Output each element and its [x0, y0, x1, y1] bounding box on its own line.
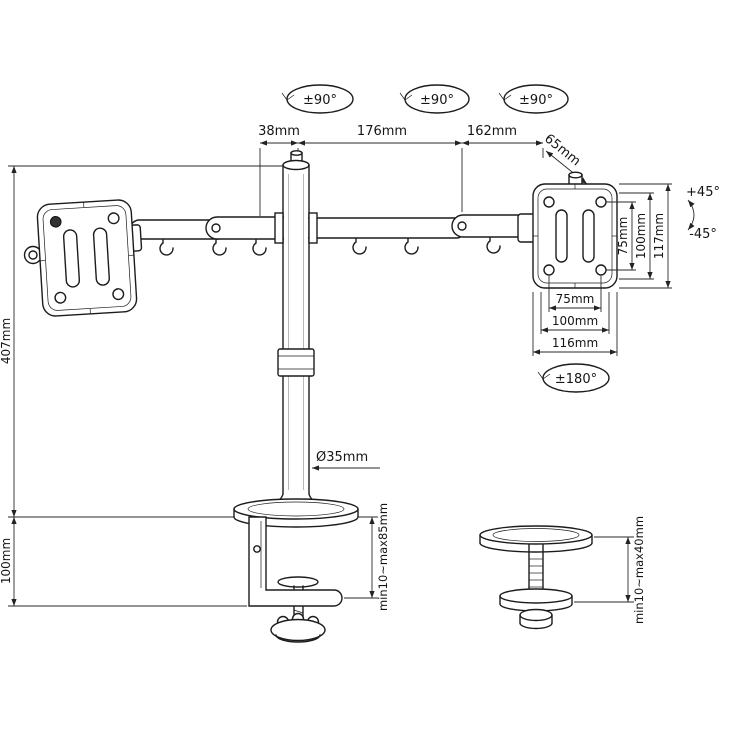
- tilt-label-down: -45°: [689, 227, 717, 242]
- dim-label-vesa-v-75: 75mm: [616, 217, 630, 256]
- dim-label-176mm: 176mm: [357, 124, 407, 139]
- monitor-arm-right: [299, 214, 541, 239]
- dimension-grommet-range: min10~max40mm: [574, 516, 646, 624]
- tilt-label-up: +45°: [686, 185, 720, 200]
- rotation-label-head: ±90°: [519, 93, 553, 108]
- desk-clamp: [248, 516, 343, 643]
- arm-pole-bracket: [274, 212, 284, 244]
- cable-clips: [159, 237, 501, 256]
- dim-label-vesa-v-117: 117mm: [652, 213, 666, 259]
- vesa-slot: [555, 209, 568, 263]
- dim-label-162mm: 162mm: [467, 124, 517, 139]
- clamp-bolt: [253, 545, 261, 553]
- dim-label-vesa-h-100: 100mm: [552, 314, 598, 328]
- vesa-slot: [62, 229, 81, 288]
- rotation-label-arm-joint: ±90°: [420, 93, 454, 108]
- dim-label-grommet-range: min10~max40mm: [632, 516, 646, 624]
- clamp-pad: [277, 576, 319, 588]
- rotation-label-swivel: ±180°: [555, 372, 597, 387]
- vesa-plate-left: [36, 199, 143, 317]
- dim-label-38mm: 38mm: [258, 124, 300, 139]
- adjustment-knob-left: [23, 245, 43, 265]
- vesa-slot: [92, 227, 110, 286]
- monitor-arm-left: [129, 216, 293, 240]
- dimension-lines-vesa-horizontal: 75mm 100mm 116mm: [532, 276, 618, 356]
- dim-label-clamp-range: min10~max85mm: [376, 503, 390, 611]
- dim-label-pole-diameter: Ø35mm: [316, 450, 368, 465]
- vesa-plate-right: [517, 171, 618, 289]
- vesa-slot: [582, 209, 595, 263]
- grommet-mount: [479, 525, 593, 630]
- dim-label-vesa-h-75: 75mm: [556, 292, 595, 306]
- dimension-pole-diameter: Ø35mm: [312, 450, 380, 471]
- dim-label-vesa-h-116: 116mm: [552, 336, 598, 350]
- dimension-lines-left: 407mm 100mm: [0, 165, 283, 607]
- grommet-washer: [499, 588, 573, 604]
- dim-label-vesa-v-100: 100mm: [634, 213, 648, 259]
- rotation-label-pole-top: ±90°: [303, 93, 337, 108]
- thumbscrew: [49, 216, 62, 228]
- grommet-nut: [519, 608, 553, 622]
- rotation-indicator-swivel: ±180°: [537, 363, 610, 393]
- dimension-clamp-range: min10~max85mm: [344, 503, 390, 611]
- rotation-indicator-head: ±90°: [498, 84, 569, 114]
- clamp-knob: [270, 612, 326, 643]
- base-plate: [233, 498, 359, 528]
- dim-label-clamp-height: 100mm: [0, 538, 13, 584]
- dimension-lines-vesa-vertical: 75mm 100mm 117mm: [606, 183, 672, 289]
- pole-collar: [277, 348, 315, 377]
- rotation-indicator-pole-top: ±90°: [281, 84, 354, 114]
- tilt-indicator: +45° -45°: [686, 185, 720, 242]
- dim-label-pole-height: 407mm: [0, 318, 13, 364]
- rotation-indicator-arm-joint: ±90°: [399, 84, 470, 114]
